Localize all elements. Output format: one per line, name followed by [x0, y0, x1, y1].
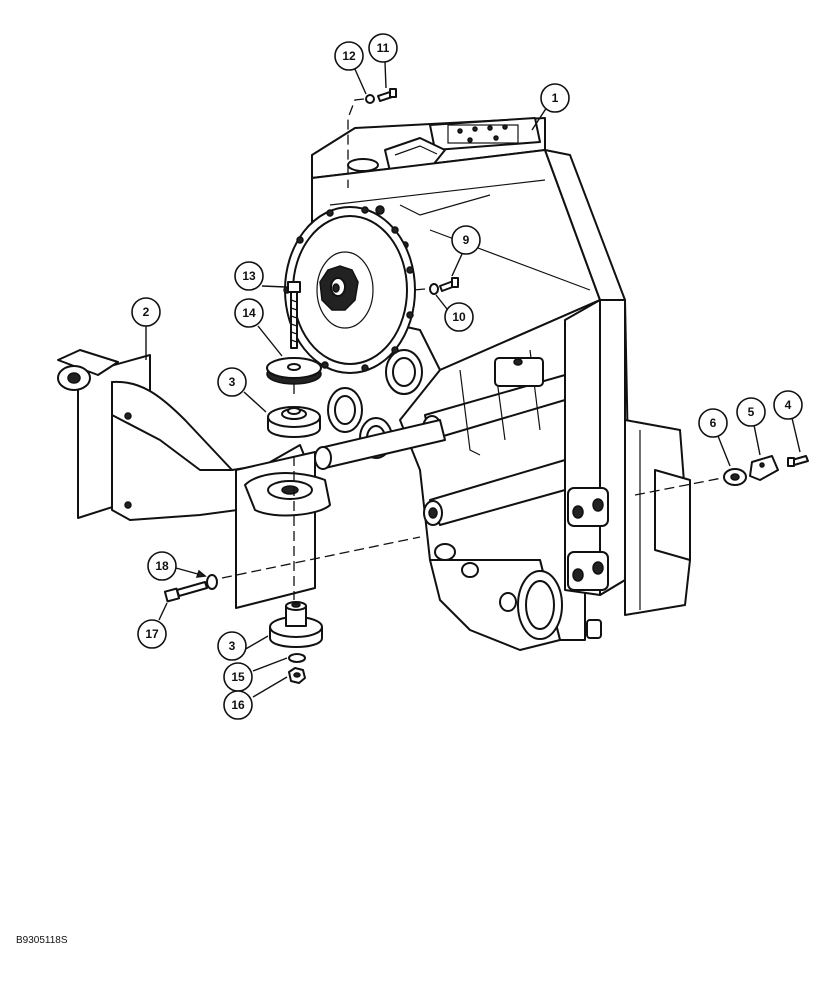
svg-text:6: 6: [710, 416, 717, 430]
svg-text:11: 11: [377, 41, 390, 55]
svg-text:15: 15: [231, 670, 245, 684]
callout-9: 9: [451, 225, 481, 255]
callout-13: 13: [234, 261, 264, 291]
bolt-head-13: [287, 281, 301, 293]
svg-text:10: 10: [452, 310, 466, 324]
svg-text:17: 17: [145, 627, 159, 641]
svg-text:16: 16: [231, 698, 245, 712]
figure-code: B9305118S: [16, 935, 68, 946]
svg-text:3: 3: [229, 375, 236, 389]
mount-hardware: [163, 88, 809, 684]
svg-text:4: 4: [785, 398, 792, 412]
svg-text:18: 18: [155, 559, 169, 573]
callout-6: 6: [698, 408, 728, 438]
washer-10: [429, 283, 439, 295]
svg-text:12: 12: [342, 49, 356, 63]
callout-3-lower: 3: [217, 631, 247, 661]
callout-18: 18: [147, 551, 177, 581]
callout-5: 5: [736, 397, 766, 427]
transmission-housing: [311, 117, 691, 651]
callout-17: 17: [137, 619, 167, 649]
svg-text:2: 2: [143, 305, 150, 319]
svg-text:9: 9: [463, 233, 470, 247]
callout-16: 16: [223, 690, 253, 720]
svg-text:1: 1: [552, 91, 559, 105]
svg-text:13: 13: [242, 269, 256, 283]
callouts: 1 2 3 3 4 5 6 9 10 11 12 13 14 15 16: [131, 33, 803, 720]
callout-1: 1: [540, 83, 570, 113]
callout-14: 14: [234, 298, 264, 328]
cover-5: [749, 455, 779, 481]
mount-bracket: [57, 349, 331, 609]
callout-11: 11: [368, 33, 398, 63]
flywheel-housing: [283, 206, 416, 374]
svg-text:14: 14: [242, 306, 256, 320]
washer-18: [206, 574, 218, 590]
callout-2: 2: [131, 297, 161, 327]
svg-text:5: 5: [748, 405, 755, 419]
callout-4: 4: [773, 390, 803, 420]
callout-12: 12: [334, 41, 364, 71]
washer-15: [288, 653, 306, 663]
svg-text:3: 3: [229, 639, 236, 653]
callout-10: 10: [444, 302, 474, 332]
bolt-shank-13: [290, 291, 298, 349]
washer-12: [365, 94, 375, 104]
assembly-lines: [221, 98, 723, 600]
callout-3-upper: 3: [217, 367, 247, 397]
callout-15: 15: [223, 662, 253, 692]
